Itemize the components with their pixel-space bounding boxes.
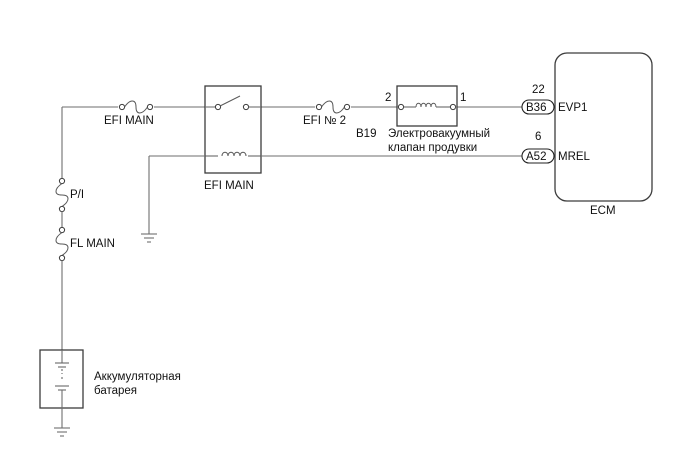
efi-no2-fuse	[315, 100, 351, 114]
pi-fuse	[55, 177, 69, 213]
valve-name-line1: Электровакуумный	[388, 128, 490, 140]
battery-label-line2: батарея	[94, 385, 137, 397]
connector-b36-label: B36	[526, 102, 546, 114]
purge-valve-box	[396, 85, 458, 127]
efi-main-fuse-label: EFI MAIN	[104, 115, 154, 127]
valve-connector-label: B19	[356, 128, 376, 140]
purge-valve-coil-icon	[397, 100, 457, 114]
ecm-pin-evp1-number: 22	[532, 84, 545, 96]
ecm-terminal-mrel: MREL	[558, 151, 591, 163]
connector-a52	[521, 148, 555, 164]
ecm-pin-mrel-number: 6	[535, 131, 541, 143]
connector-a52-label: A52	[526, 151, 546, 163]
relay-ground-icon	[141, 233, 157, 243]
valve-name-line2: клапан продувки	[388, 142, 477, 154]
pi-fuse-label: P/I	[70, 189, 84, 201]
battery-ground-icon	[54, 427, 70, 437]
valve-pin-right: 1	[460, 92, 466, 104]
valve-pin-left: 2	[385, 92, 391, 104]
relay-switch	[205, 95, 261, 114]
efi-main-relay-box	[204, 85, 262, 174]
fl-main-fuse	[55, 226, 69, 262]
connector-b36	[521, 99, 555, 115]
efi-main-relay-label: EFI MAIN	[204, 180, 254, 192]
efi-main-fuse	[118, 100, 154, 114]
ecm-terminal-evp1: EVP1	[558, 102, 587, 114]
battery-icon	[55, 350, 69, 408]
ecm-label: ECM	[590, 205, 616, 217]
ecm-box	[554, 52, 653, 202]
battery-label-line1: Аккумуляторная	[94, 371, 181, 383]
efi-no2-fuse-label: EFI № 2	[303, 115, 346, 127]
fl-main-fuse-label: FL MAIN	[70, 238, 115, 250]
